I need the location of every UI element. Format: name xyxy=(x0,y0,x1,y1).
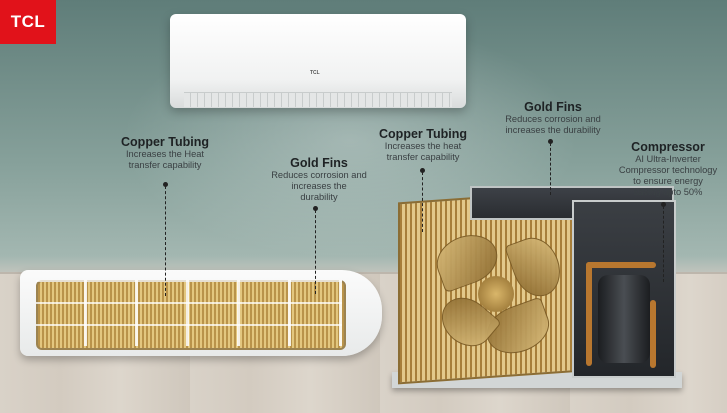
callout-title: Gold Fins xyxy=(524,100,582,114)
tcl-logo: TCL xyxy=(0,0,56,44)
callout-desc-line: transfer capability xyxy=(128,160,202,170)
callout-desc-line: Reduces corrosion and xyxy=(271,170,367,180)
fan-hub xyxy=(478,276,514,312)
indoor-unit-image: TCL xyxy=(170,14,466,108)
callout-desc-line: to ensure energy xyxy=(633,176,703,186)
callout-leader-line xyxy=(315,210,316,294)
callout-marker xyxy=(661,202,666,207)
callout-gold-fins-indoor: Gold Fins Reduces corrosion and increase… xyxy=(256,156,382,203)
unit-brand-badge: TCL xyxy=(310,70,320,76)
unit-vent xyxy=(184,92,452,107)
callout-copper-tubing-outdoor: Copper Tubing Increases the heat transfe… xyxy=(366,127,480,163)
callout-marker xyxy=(420,168,425,173)
callout-marker xyxy=(313,206,318,211)
copper-pipe xyxy=(586,262,656,268)
callout-desc-line: Increases the heat xyxy=(384,141,462,151)
callout-compressor: Compressor AI Ultra-Inverter Compressor … xyxy=(612,140,724,198)
callout-leader-line xyxy=(165,186,166,296)
logo-text: TCL xyxy=(10,12,46,31)
callout-desc-line: Reduces corrosion and xyxy=(505,114,601,124)
callout-desc-line: transfer capability xyxy=(386,152,460,162)
indoor-copper-tubing xyxy=(36,280,342,346)
callout-desc-line: increases the durability xyxy=(505,125,601,135)
callout-marker xyxy=(548,139,553,144)
callout-title: Copper Tubing xyxy=(379,127,467,141)
callout-leader-line xyxy=(663,206,664,282)
callout-copper-tubing-indoor: Copper Tubing Increases the Heat transfe… xyxy=(106,135,224,171)
callout-desc-line: saving upto 50% xyxy=(633,187,703,197)
callout-title: Copper Tubing xyxy=(121,135,209,149)
copper-pipe xyxy=(650,300,656,368)
callout-leader-line xyxy=(550,143,551,195)
callout-title: Gold Fins xyxy=(290,156,348,170)
callout-desc-line: durability xyxy=(300,192,338,202)
callout-marker xyxy=(163,182,168,187)
callout-desc-line: increases the xyxy=(291,181,347,191)
callout-gold-fins-outdoor: Gold Fins Reduces corrosion and increase… xyxy=(488,100,618,136)
callout-desc-line: Compressor technology xyxy=(618,165,718,175)
floor-edge xyxy=(0,272,727,274)
copper-pipe xyxy=(586,262,592,366)
compressor-image xyxy=(598,275,650,363)
callout-title: Compressor xyxy=(631,140,705,154)
callout-desc-line: AI Ultra-Inverter xyxy=(635,154,701,164)
callout-leader-line xyxy=(422,172,423,232)
callout-desc-line: Increases the Heat xyxy=(125,149,205,159)
